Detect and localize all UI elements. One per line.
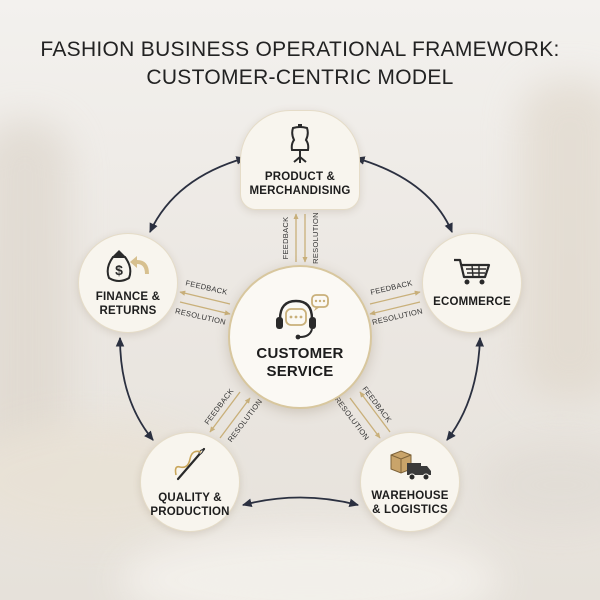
spoke-product-resolution-label: RESOLUTION [311,212,320,264]
ring-arrow-finance-product [149,156,247,233]
spoke-warehouse-resolution [349,397,381,439]
ring-arrow-ecommerce-warehouse [446,336,485,441]
dress-form-icon [290,124,310,163]
spoke-finance-feedback-label: FEEDBACK [185,278,229,296]
node-center-label: CUSTOMER SERVICE [256,345,344,380]
node-product-merchandising: PRODUCT & MERCHANDISING [240,110,360,210]
money-bag-return-icon: $ [106,250,149,282]
diagram-title: FASHION BUSINESS OPERATIONAL FRAMEWORK: … [0,36,600,92]
spoke-quality-feedback [209,391,241,433]
spoke-finance-resolution [179,301,231,316]
svg-text:$: $ [115,262,123,278]
node-warehouse-logistics: WAREHOUSE & LOGISTICS [360,432,460,532]
spoke-ecommerce-feedback-label: FEEDBACK [370,278,414,296]
spoke-warehouse-feedback [359,391,391,433]
title-line-1: FASHION BUSINESS OPERATIONAL FRAMEWORK: [40,38,560,61]
ring-arrow-product-ecommerce [354,156,453,233]
box-truck-icon [390,450,431,481]
spoke-finance-feedback [179,290,231,305]
spoke-ecommerce-feedback [369,290,421,305]
node-product-label: PRODUCT & MERCHANDISING [249,171,351,197]
needle-thread-icon [174,447,206,481]
node-ecommerce-label: ECOMMERCE [433,296,511,308]
node-finance-returns: $ FINANCE & RETURNS [78,233,178,333]
node-ecommerce: ECOMMERCE [422,233,522,333]
headset-chat-icon [276,294,329,340]
spoke-finance-resolution-label: RESOLUTION [174,306,226,326]
spoke-quality-resolution [219,397,251,439]
spoke-ecommerce-resolution [369,301,421,316]
node-quality-label: QUALITY & PRODUCTION [150,492,230,518]
node-customer-service: CUSTOMER SERVICE [228,265,372,409]
node-quality-production: QUALITY & PRODUCTION [140,432,240,532]
shopping-cart-icon [454,258,491,285]
node-finance-label: FINANCE & RETURNS [95,291,161,317]
spoke-ecommerce-resolution-label: RESOLUTION [371,306,423,326]
spoke-product-feedback-label: FEEDBACK [281,217,290,260]
ring-arrow-quality-finance [115,336,154,441]
node-warehouse-label: WAREHOUSE & LOGISTICS [371,490,449,516]
title-line-2: CUSTOMER-CENTRIC MODEL [146,66,454,89]
ring-arrow-warehouse-quality [241,496,360,508]
